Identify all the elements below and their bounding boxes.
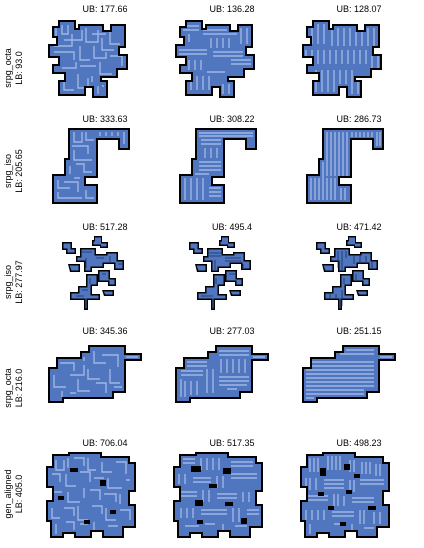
row-3-instance: srpg_iso [3,264,13,300]
tour-plot-r5c2 [173,452,263,538]
panel-title-r5c1: UB: 706.04 [82,438,128,448]
row-4-instance: srpg_octa [3,368,13,408]
row-1-instance: srpg_octa [3,48,13,88]
row-3-lower-bound: LB: 277.97 [14,260,24,304]
row-2-lower-bound: LB: 205.65 [14,149,24,193]
row-label-5: gen_aligned LB: 405.0 [3,454,27,534]
panel-title-r3c2: UB: 495.4 [211,222,253,232]
tour-plot-r2c3 [306,128,384,204]
row-5-instance: gen_aligned [3,469,13,519]
tour-plot-r4c1 [48,345,142,403]
row-4-lower-bound: LB: 216.0 [14,368,24,408]
panel-title-r3c3: UB: 471.42 [336,222,382,232]
panel-title-r3c1: UB: 517.28 [82,222,128,232]
tour-plot-r1c3 [302,20,382,98]
tour-plot-r4c3 [302,345,396,403]
panel-title-r1c3: UB: 128.07 [336,4,382,14]
panel-title-r4c1: UB: 345.36 [82,326,128,336]
panel-title-r5c2: UB: 517.35 [209,438,255,448]
row-label-3: srpg_iso LB: 277.97 [3,242,27,322]
panel-title-r4c2: UB: 277.03 [209,326,255,336]
row-label-2: srpg_iso LB: 205.65 [3,131,27,211]
tour-plot-r3c1 [62,236,124,310]
tour-plot-r1c2 [175,20,255,98]
row-label-4: srpg_octa LB: 216.0 [3,348,27,428]
panel-title-r2c3: UB: 286.73 [336,114,382,124]
tour-plot-r2c2 [179,128,257,204]
tour-plot-r5c3 [300,452,390,538]
tour-plot-r5c1 [46,452,136,538]
panel-title-r2c2: UB: 308.22 [209,114,255,124]
row-5-lower-bound: LB: 405.0 [14,474,24,514]
panel-title-r1c1: UB: 177.66 [82,4,128,14]
tour-plot-r2c1 [52,128,130,204]
row-2-instance: srpg_iso [3,153,13,189]
panel-title-r4c3: UB: 251.15 [336,326,382,336]
panel-title-r5c3: UB: 498.23 [336,438,382,448]
row-label-1: srpg_octa LB: 93.0 [3,28,27,108]
tour-plot-r4c2 [175,345,269,403]
tour-plot-r3c3 [316,236,378,310]
row-1-lower-bound: LB: 93.0 [14,51,24,85]
panel-title-r1c2: UB: 136.28 [209,4,255,14]
tour-plot-r3c2 [189,236,251,310]
panel-title-r2c1: UB: 333.63 [82,114,128,124]
tour-plot-r1c1 [48,20,128,98]
